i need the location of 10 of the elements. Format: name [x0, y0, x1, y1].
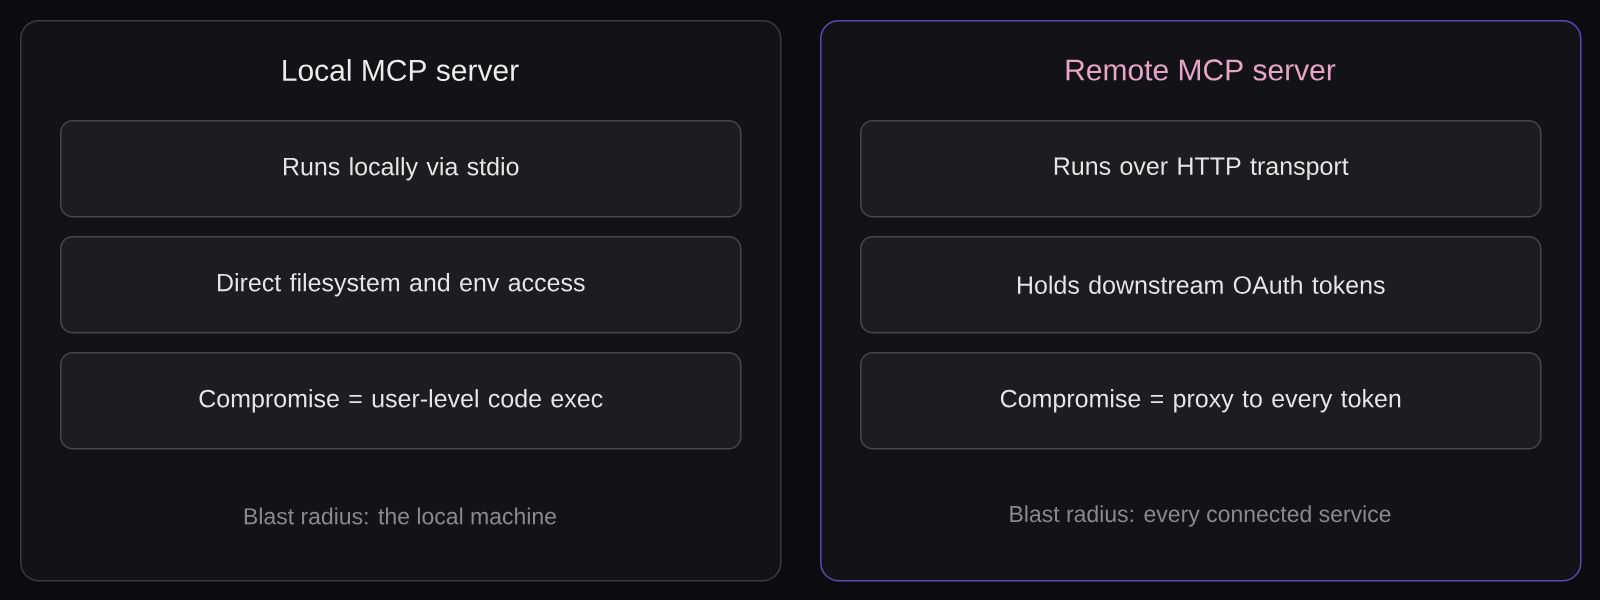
- text-box: Direct filesystem and env access: [60, 236, 742, 334]
- text-box: Compromise = proxy to every token: [860, 352, 1542, 450]
- panel-title: Local MCP server: [283, 59, 519, 81]
- footnote: Blast radius: every connected service: [1010, 505, 1391, 527]
- text-box: Runs locally via stdio: [60, 120, 742, 218]
- panel-title: Remote MCP server: [1066, 59, 1336, 81]
- text-box: Holds downstream OAuth tokens: [860, 236, 1542, 334]
- footnote: Blast radius: the local machine: [244, 507, 556, 525]
- text-box: Compromise = user-level code exec: [60, 352, 742, 450]
- text-box: Runs over HTTP transport: [860, 120, 1542, 218]
